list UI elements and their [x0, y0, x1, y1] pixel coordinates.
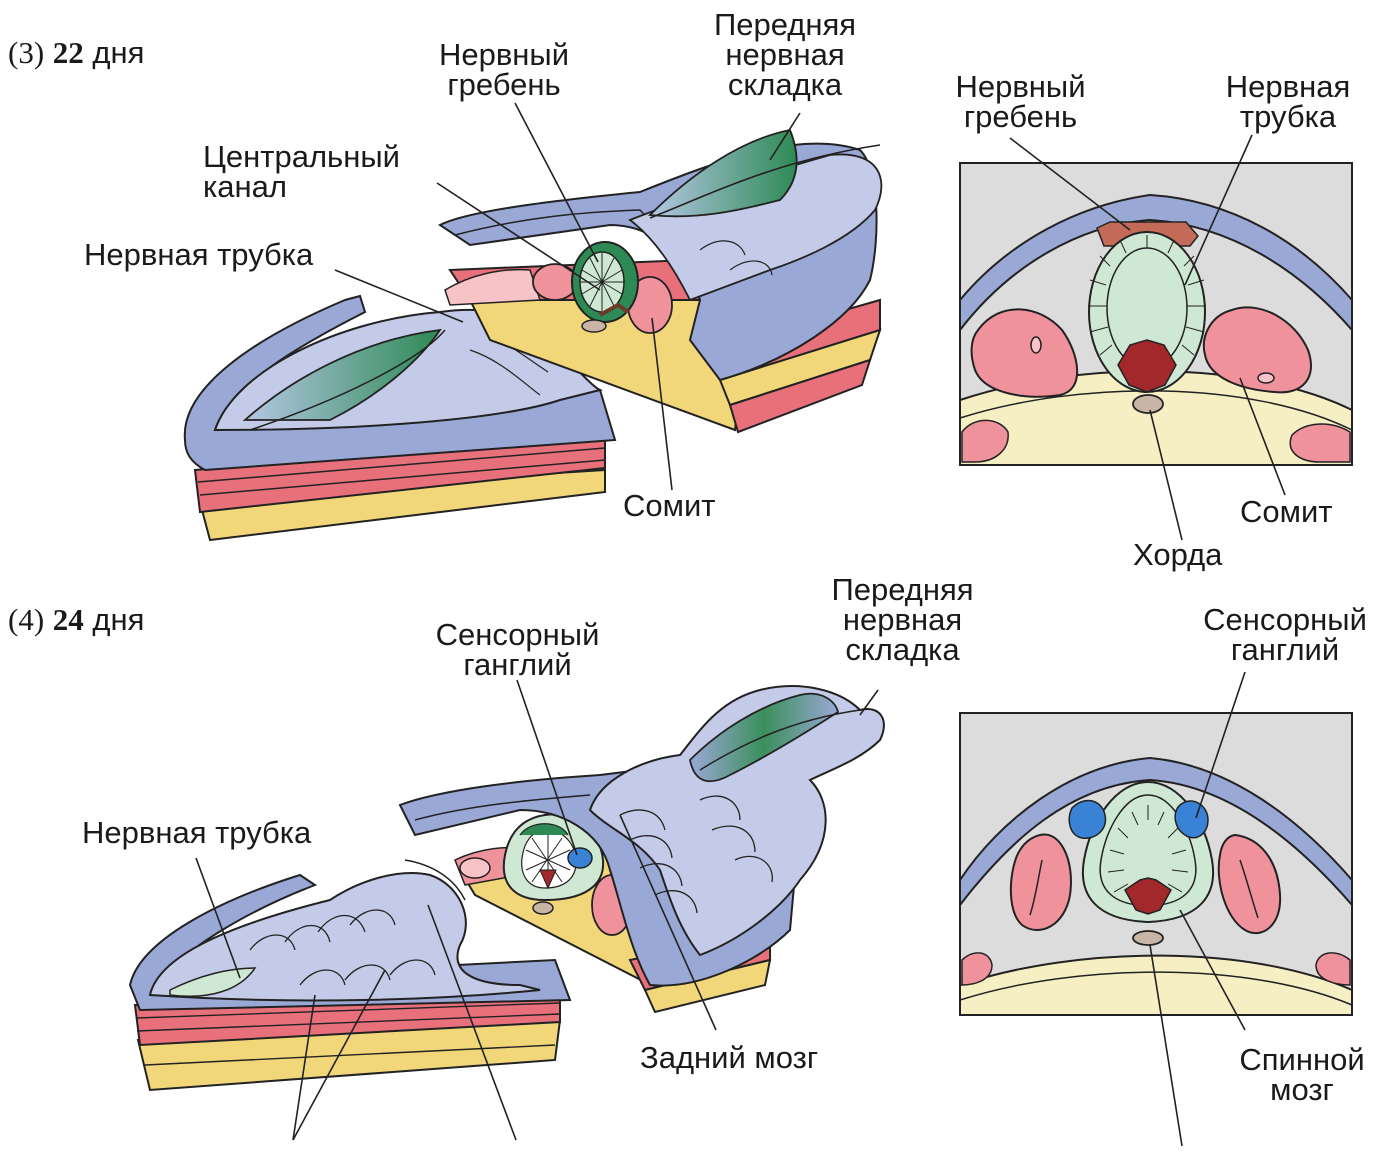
- label-anterior-neural-fold: Передняя нервная складка: [690, 10, 880, 100]
- panel4-days: 24: [53, 602, 84, 637]
- somite-cut-left: [533, 264, 577, 300]
- section4-somite-left: [1011, 834, 1071, 930]
- label-section-sensory-ganglion: Сенсорный ганглий: [1185, 605, 1385, 665]
- label-section-notochord: Хорда: [1133, 540, 1222, 570]
- notochord-3d: [582, 320, 606, 332]
- label-section-neural-tube: Нервная трубка: [1203, 72, 1373, 132]
- label-neural-crest: Нервный гребень: [424, 40, 584, 100]
- section3-notochord: [1133, 395, 1163, 413]
- panel4-number: (4): [8, 602, 44, 637]
- panel3-days: 22: [53, 35, 84, 70]
- p4-ganglion-3d: [568, 848, 592, 868]
- panel3-number: (3): [8, 35, 44, 70]
- label-central-canal: Центральный канал: [203, 142, 400, 202]
- panel3-section: [960, 163, 1352, 465]
- label-section-somite: Сомит: [1240, 497, 1332, 527]
- panel3-days-unit: дня: [92, 35, 144, 70]
- label-section-spinal-cord: Спинной мозг: [1222, 1045, 1382, 1105]
- label-sensory-ganglion: Сенсорный ганглий: [420, 620, 615, 680]
- label-hindbrain: Задний мозг: [640, 1043, 818, 1073]
- label-section-neural-crest: Нервный гребень: [938, 72, 1103, 132]
- label-p4-neural-tube: Нервная трубка: [82, 818, 311, 848]
- panel4-section: [960, 713, 1352, 1015]
- panel4-days-unit: дня: [92, 602, 144, 637]
- label-p4-anterior-neural-fold: Передняя нервная складка: [810, 575, 995, 665]
- label-neural-tube: Нервная трубка: [84, 240, 313, 270]
- panel4-embryo: [130, 686, 884, 1090]
- label-somite: Сомит: [623, 491, 715, 521]
- panel4-title: (4) 24 дня: [8, 602, 144, 638]
- section4-ganglion-left: [1069, 801, 1105, 839]
- section4-notochord: [1133, 931, 1163, 945]
- panel3-title: (3) 22 дня: [8, 35, 144, 71]
